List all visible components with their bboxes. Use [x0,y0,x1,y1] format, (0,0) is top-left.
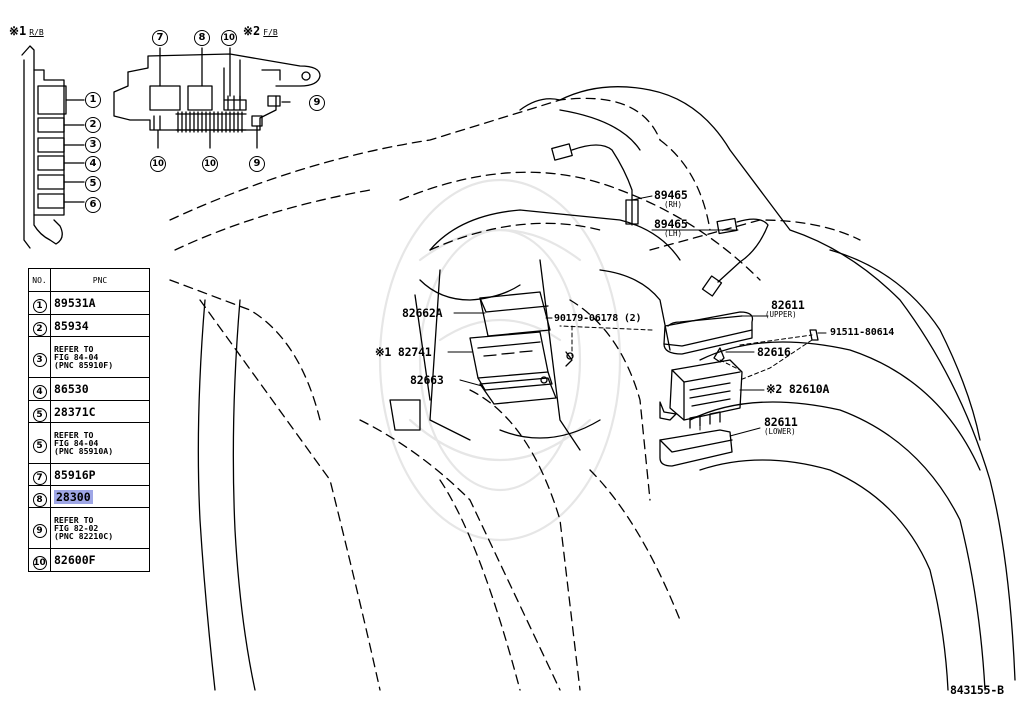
pnc-line: (PNC 85910A) [54,446,114,457]
part-number: 82741 [397,345,432,359]
row-number: 9 [32,524,47,538]
callout-3: 3 [85,137,101,153]
pnc-line: FIG 84-04 [54,437,99,448]
row-number: 5 [32,407,47,422]
table-row[interactable]: 4 86530 [28,377,150,401]
row-number: 3 [32,353,47,367]
table-row-highlighted[interactable]: 8 28300 [28,485,150,508]
part-sublabel-lh: (LH) [664,229,683,238]
part-label-89465-rh[interactable]: 89465 [654,188,688,202]
part-sublabel-lower: (LOWER) [764,427,796,436]
callout-10-middle: 10 [202,156,218,172]
row-number: 7 [32,470,47,485]
part-label-89465-lh[interactable]: 89465 [654,217,688,231]
callout-5: 5 [85,176,101,192]
pnc-cell[interactable]: REFER TO FIG 84-04 (PNC 85910A) [50,422,150,464]
part-label-82741[interactable]: ※1 82741 [375,346,432,358]
pnc-line: REFER TO [54,514,94,525]
pnc-table: NO. PNC 1 89531A 2 85934 3 REFER TO FIG … [28,268,150,572]
pnc-cell[interactable]: 85916P [50,463,150,486]
pnc-line: REFER TO [54,343,94,354]
pnc-cell[interactable]: 28371C [50,400,150,423]
part-label-82611-lower[interactable]: 82611 [764,415,798,429]
callout-9-bottom: 9 [249,156,265,172]
pnc-cell[interactable]: REFER TO FIG 82-02 (PNC 82210C) [50,507,150,549]
pnc-cell[interactable]: 82600F [50,548,150,572]
relay-box-rb-inset [21,45,85,249]
pnc-cell[interactable]: 28300 [50,485,150,508]
part-label-82663[interactable]: 82663 [410,373,444,387]
row-number: 2 [32,321,47,336]
header-no: NO. [28,268,51,292]
figure-id: 843155-B [950,683,1004,697]
pnc-line: FIG 82-02 [54,522,99,533]
car-body-solid [197,86,1016,691]
row-number: 1 [32,299,47,313]
pnc-cell[interactable]: REFER TO FIG 84-04 (PNC 85910F) [50,336,150,378]
callout-9-right: 9 [309,95,325,111]
fuse-box-fb-inset [113,47,321,149]
part-label-82611-upper[interactable]: 82611 [771,298,805,312]
watermark-logo [378,178,622,542]
pnc-cell[interactable]: 89531A [50,291,150,315]
table-row[interactable]: 9 REFER TO FIG 82-02 (PNC 82210C) [28,507,150,549]
part-label-82662a[interactable]: 82662A [402,306,443,320]
table-row[interactable]: 7 85916P [28,463,150,486]
callout-1: 1 [85,92,101,108]
pnc-cell[interactable]: 86530 [50,377,150,401]
table-row[interactable]: 5 28371C [28,400,150,423]
table-row[interactable]: 2 85934 [28,314,150,337]
pnc-line: FIG 84-04 [54,351,99,362]
oxygen-sensor-rh [551,143,639,226]
highlighted-pnc[interactable]: 28300 [54,489,93,504]
table-row[interactable]: 3 REFER TO FIG 84-04 (PNC 85910F) [28,336,150,378]
part-label-90179[interactable]: 90179-06178 (2) [554,313,642,324]
callout-6: 6 [85,197,101,213]
pnc-line: (PNC 82210C) [54,531,114,542]
row-number: 10 [32,556,47,570]
callout-2: 2 [85,117,101,133]
ref-mark-1: ※1 [375,345,392,359]
part-number: 82610A [788,382,830,396]
callout-10-left: 10 [150,156,166,172]
callout-7: 7 [152,30,168,46]
part-sublabel-upper: (UPPER) [765,310,797,319]
fuse-box-assembly [659,311,819,467]
ref-mark-2: ※2 [766,382,783,396]
engine-block [389,209,681,451]
table-row[interactable]: 1 89531A [28,291,150,315]
row-number: 5 [32,439,47,453]
callout-4: 4 [85,156,101,172]
header-pnc: PNC [50,268,150,292]
table-row[interactable]: 10 82600F [28,548,150,572]
table-header-row: NO. PNC [28,268,150,292]
row-number: 8 [32,492,47,507]
car-body-outline [169,97,861,691]
part-label-91511[interactable]: 91511-80614 [830,327,895,338]
relay-block-assembly [469,291,574,405]
pnc-line: (PNC 85910F) [54,360,114,371]
part-label-82616[interactable]: 82616 [757,345,791,359]
pnc-line: REFER TO [54,429,94,440]
part-label-82610a[interactable]: ※2 82610A [766,383,829,395]
row-number: 4 [32,385,47,399]
table-row[interactable]: 5 REFER TO FIG 84-04 (PNC 85910A) [28,422,150,464]
callout-10-top: 10 [221,30,237,46]
leader-lines [447,195,827,437]
pnc-cell[interactable]: 85934 [50,314,150,337]
part-sublabel-rh: (RH) [664,200,683,209]
oxygen-sensor-lh [701,217,769,297]
callout-8: 8 [194,30,210,46]
